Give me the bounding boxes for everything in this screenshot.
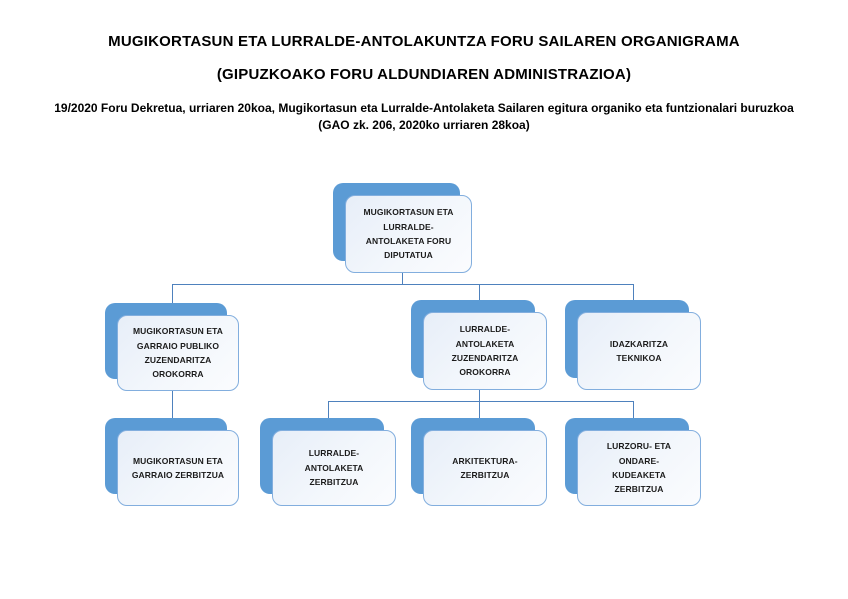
org-chart-subtitle-administration: (GIPUZKOAKO FORU ALDUNDIAREN ADMINISTRAZ… [216, 66, 632, 83]
decree-reference-line1: 19/2020 Foru Dekretua, urriaren 20koa, M… [54, 101, 794, 115]
decree-reference-line2: (GAO zk. 206, 2020ko urriaren 28koa) [318, 118, 530, 132]
org-node-lurralde-antolaketa-zerbitzua: LURRALDE-ANTOLAKETA ZERBITZUA [260, 418, 396, 506]
node-body: MUGIKORTASUN ETA GARRAIO PUBLIKO ZUZENDA… [117, 315, 239, 391]
node-body: LURRALDE-ANTOLAKETA ZUZENDARITZA OROKORR… [423, 312, 547, 390]
node-body: ARKITEKTURA-ZERBITZUA [423, 430, 547, 506]
decree-reference: 19/2020 Foru Dekretua, urriaren 20koa, M… [0, 100, 848, 134]
org-node-mugikortasun-garraio-publiko-zuzendaritza: MUGIKORTASUN ETA GARRAIO PUBLIKO ZUZENDA… [105, 303, 239, 391]
node-label: LURRALDE-ANTOLAKETA ZUZENDARITZA OROKORR… [451, 324, 519, 378]
org-chart-title: MUGIKORTASUN ETA LURRALDE-ANTOLAKUNTZA F… [108, 33, 740, 50]
connector-drop-idazkaritza [633, 284, 635, 312]
org-node-lurralde-antolaketa-zuzendaritza: LURRALDE-ANTOLAKETA ZUZENDARITZA OROKORR… [411, 300, 547, 390]
connector-mugikortasun-zerbitzua [172, 388, 174, 430]
node-body: LURRALDE-ANTOLAKETA ZERBITZUA [272, 430, 396, 506]
node-label: MUGIKORTASUN ETA LURRALDE-ANTOLAKETA FOR… [363, 207, 454, 261]
org-node-foru-diputatua: MUGIKORTASUN ETA LURRALDE-ANTOLAKETA FOR… [333, 183, 472, 273]
connector-level2-horizontal [328, 401, 634, 403]
org-node-idazkaritza-teknikoa: IDAZKARITZA TEKNIKOA [565, 300, 701, 390]
node-label: IDAZKARITZA TEKNIKOA [609, 338, 669, 363]
node-body: LURZORU- ETA ONDARE-KUDEAKETA ZERBITZUA [577, 430, 701, 506]
connector-drop-lurralde-zuzendaritza [479, 284, 481, 312]
connector-root-riser [402, 273, 404, 284]
node-label: LURRALDE-ANTOLAKETA ZERBITZUA [304, 448, 364, 488]
node-body: MUGIKORTASUN ETA LURRALDE-ANTOLAKETA FOR… [345, 195, 472, 273]
connector-drop-lurzoru-zerbitzua [633, 401, 635, 430]
document-header: MUGIKORTASUN ETA LURRALDE-ANTOLAKUNTZA F… [0, 34, 848, 134]
node-label: ARKITEKTURA-ZERBITZUA [452, 455, 518, 480]
connector-drop-mugikortasun-zuzendaritza [172, 284, 174, 314]
node-body: MUGIKORTASUN ETA GARRAIO ZERBITZUA [117, 430, 239, 506]
connector-level1-horizontal [172, 284, 634, 286]
org-node-arkitektura-zerbitzua: ARKITEKTURA-ZERBITZUA [411, 418, 547, 506]
connector-drop-lurralde-zerbitzua [328, 401, 330, 430]
node-body: IDAZKARITZA TEKNIKOA [577, 312, 701, 390]
node-label: LURZORU- ETA ONDARE-KUDEAKETA ZERBITZUA [606, 441, 672, 495]
connector-lurralde-riser [479, 388, 481, 401]
org-node-lurzoru-ondare-kudeaketa-zerbitzua: LURZORU- ETA ONDARE-KUDEAKETA ZERBITZUA [565, 418, 701, 506]
org-node-mugikortasun-garraio-zerbitzua: MUGIKORTASUN ETA GARRAIO ZERBITZUA [105, 418, 239, 506]
node-label: MUGIKORTASUN ETA GARRAIO ZERBITZUA [131, 455, 225, 480]
node-label: MUGIKORTASUN ETA GARRAIO PUBLIKO ZUZENDA… [132, 326, 224, 380]
connector-drop-arkitektura-zerbitzua [479, 401, 481, 430]
